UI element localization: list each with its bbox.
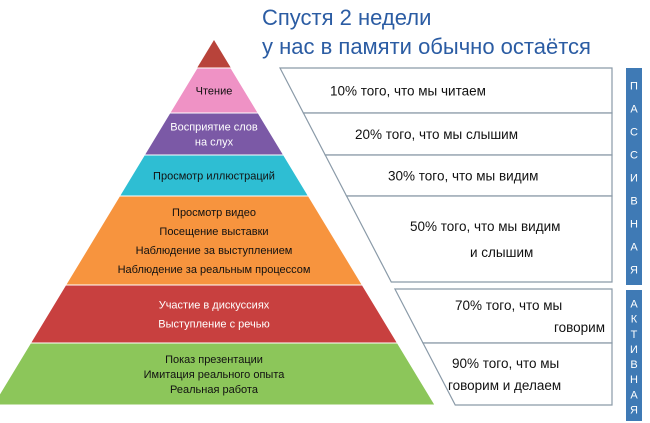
passive-label-letter: А [630,104,638,116]
pyramid-level-label: Имитация реального опыта [144,369,286,381]
title-line-1: Спустя 2 недели [262,5,431,30]
active-label-letter: К [631,314,638,326]
pyramid-level-label: Просмотр иллюстраций [153,171,275,183]
pyramid-level-label: Наблюдение за выступлением [136,245,293,257]
active-label [626,290,642,421]
retention-text: 10% того, что мы читаем [330,84,486,99]
passive-label-letter: Н [630,219,638,231]
retention-text: 70% того, что мы [455,298,562,313]
active-label-letter: И [630,344,638,356]
pyramid-apex [197,40,231,68]
retention-text: 50% того, что мы видим [410,219,560,234]
title-line-2: у нас в памяти обычно остаётся [262,34,591,59]
active-label-letter: А [630,299,638,311]
active-label-letter: В [630,359,637,371]
pyramid-level-label: Реальная работа [170,384,259,396]
passive-label-letter: А [630,242,638,254]
pyramid-level-label: Показ презентации [165,354,263,366]
passive-label [626,68,642,285]
passive-label-letter: В [630,196,637,208]
passive-label-letter: Я [630,265,638,277]
pyramid-level-label: Восприятие слов [170,122,258,134]
pyramid-level-label: Выступление с речью [158,319,269,331]
active-label-letter: Н [630,374,638,386]
pyramid-level-label: Посещение выставки [159,226,268,238]
retention-box-4 [345,195,613,283]
retention-text: 30% того, что мы видим [388,169,538,184]
passive-label-letter: С [630,127,638,139]
pyramid-level-5 [29,284,399,344]
active-label-letter: Т [631,329,638,341]
retention-text: говорим [554,320,605,335]
pyramid-level-6 [0,342,436,406]
pyramid-level-label: Просмотр видео [172,207,256,219]
passive-label-letter: С [630,150,638,162]
active-label-letter: Я [630,404,638,416]
retention-text: и слышим [470,245,533,260]
active-label-letter: А [630,389,638,401]
pyramid-level-label: на слух [195,137,234,149]
retention-text: 90% того, что мы [452,356,559,371]
pyramid-level-label: Чтение [196,86,233,98]
retention-text: 20% того, что мы слышим [355,127,518,142]
pyramid-level-label: Наблюдение за реальным процессом [118,264,311,276]
retention-box-6 [422,342,613,406]
passive-label-letter: И [630,173,638,185]
pyramid-level-label: Участие в дискуссиях [159,300,270,312]
passive-label-letter: П [630,81,638,93]
pyramid-level-2 [143,112,285,156]
retention-text: говорим и делаем [448,378,561,393]
